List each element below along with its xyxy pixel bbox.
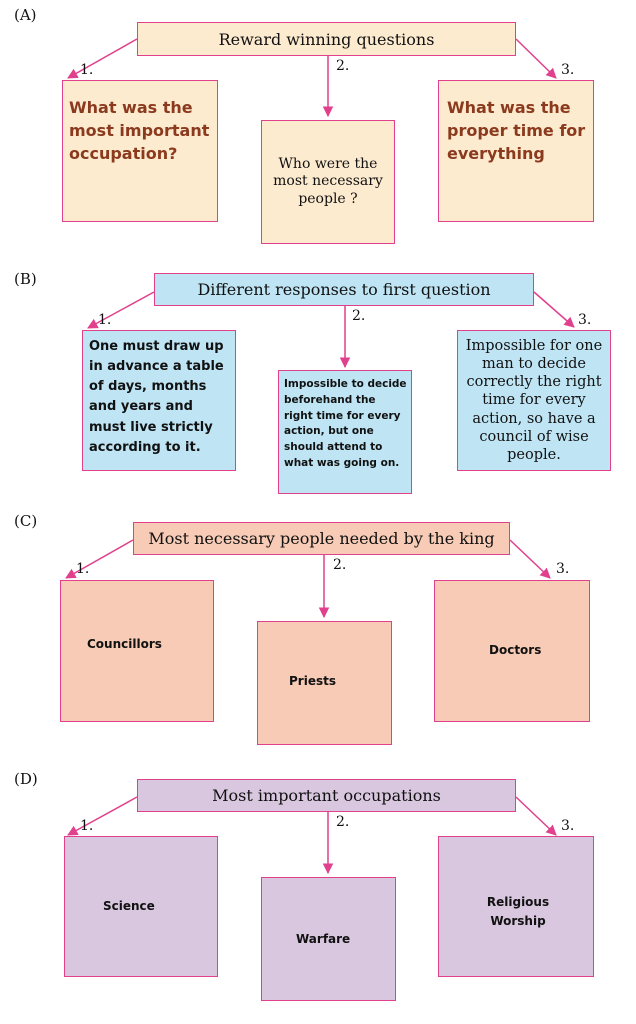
section-b-box-1-text: One must draw up in advance a table of d…: [89, 339, 224, 455]
arrow-a-3: [515, 38, 557, 79]
section-b-box-1: One must draw up in advance a table of d…: [82, 330, 236, 471]
section-c-title: Most necessary people needed by the king: [133, 522, 510, 555]
arrow-c-1: [65, 539, 134, 579]
section-b-label: (B): [14, 270, 37, 288]
arrow-d-1: [67, 796, 138, 836]
section-c-num-3: 3.: [556, 561, 570, 577]
section-d-box-1: Science: [64, 836, 218, 977]
section-a-num-1: 1.: [80, 62, 94, 78]
arrow-b-3: [533, 291, 575, 328]
section-a-num-3: 3.: [561, 62, 575, 78]
section-c-num-2: 2.: [333, 557, 347, 573]
section-d-title: Most important occupations: [137, 779, 516, 812]
section-d-box-3: Religious Worship: [438, 836, 594, 977]
section-c-box-1: Councillors: [60, 580, 214, 722]
section-d-box-3-text: Religious Worship: [486, 895, 550, 928]
arrow-c-3: [509, 539, 551, 579]
section-b-num-3: 3.: [578, 312, 592, 328]
section-a-box-3: What was the proper time for everything: [438, 80, 594, 222]
section-a-num-2: 2.: [336, 58, 350, 74]
section-b-num-2: 2.: [352, 308, 366, 324]
section-d-num-1: 1.: [80, 818, 94, 834]
arrow-d-3: [515, 796, 557, 836]
section-d-box-2-text: Warfare: [296, 932, 351, 946]
section-d-num-2: 2.: [336, 814, 350, 830]
section-c-num-1: 1.: [76, 561, 90, 577]
section-a-box-3-text: What was the proper time for everything: [447, 98, 586, 164]
section-a-box-2: Who were the most necessary people ?: [261, 120, 395, 244]
section-b-title: Different responses to first question: [154, 273, 534, 306]
section-b-box-2-text: Impossible to decide beforehand the righ…: [284, 378, 407, 469]
section-a-box-2-text: Who were the most necessary people ?: [273, 155, 383, 207]
section-d-box-1-text: Science: [103, 899, 155, 913]
section-a-box-1: What was the most important occupation?: [62, 80, 218, 222]
section-c-box-1-text: Councillors: [87, 637, 162, 651]
section-b-box-3: Impossible for one man to decide correct…: [457, 330, 611, 471]
section-b-box-2: Impossible to decide beforehand the righ…: [278, 370, 412, 494]
section-d-label: (D): [14, 770, 38, 788]
section-c-label: (C): [14, 512, 38, 530]
section-a-title: Reward winning questions: [137, 22, 516, 56]
section-a-box-1-text: What was the most important occupation?: [69, 98, 210, 164]
section-d-box-2: Warfare: [261, 877, 396, 1001]
section-c-box-2: Priests: [257, 621, 392, 745]
section-a-label: (A): [14, 6, 37, 24]
arrow-a-1: [67, 38, 138, 79]
section-c-box-3-text: Doctors: [489, 643, 542, 657]
section-d-num-3: 3.: [561, 818, 575, 834]
section-b-num-1: 1.: [98, 312, 112, 328]
arrow-b-1: [87, 291, 155, 329]
section-c-box-2-text: Priests: [289, 674, 336, 688]
section-c-box-3: Doctors: [434, 580, 590, 722]
section-b-box-3-text: Impossible for one man to decide correct…: [465, 338, 603, 463]
